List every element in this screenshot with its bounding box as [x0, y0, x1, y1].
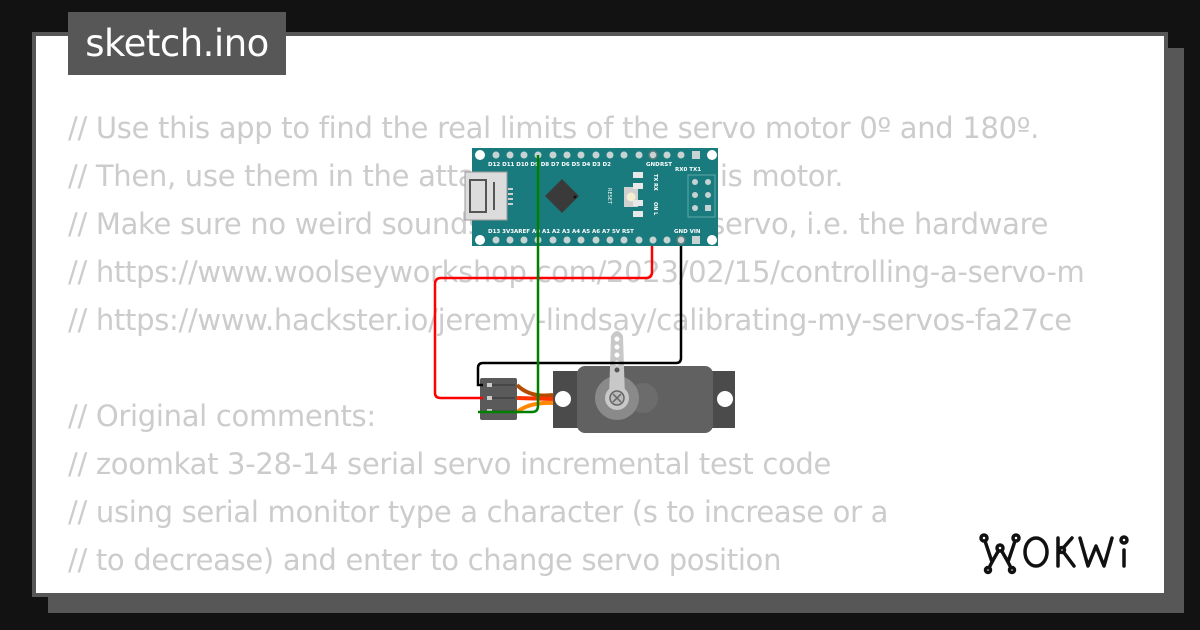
code-line: // Make sure no weird sounds come from t…	[68, 207, 1049, 241]
code-line	[68, 344, 1132, 392]
code-line: // Then, use them in the attach function…	[68, 159, 844, 193]
file-tab[interactable]: sketch.ino	[68, 12, 286, 75]
wokwi-logo: WOKWi	[978, 528, 1129, 575]
code-line: // Use this app to find the real limits …	[68, 111, 1040, 145]
code-line: // https://www.woolseyworkshop.com/2023/…	[68, 255, 1085, 289]
code-line: // zoomkat 3-28-14 serial servo incremen…	[68, 447, 832, 481]
code-line: // to decrease) and enter to change serv…	[68, 543, 782, 577]
code-card: // Use this app to find the real limits …	[36, 36, 1164, 593]
code-line: // Original comments:	[68, 399, 376, 433]
svg-text:WOKWi: WOKWi	[978, 528, 982, 529]
code-line: // https://www.hackster.io/jeremy-lindsa…	[68, 303, 1072, 337]
code-line: // using serial monitor type a character…	[68, 495, 889, 529]
code-block: // Use this app to find the real limits …	[68, 104, 1132, 593]
code-line: //	[68, 584, 1132, 593]
